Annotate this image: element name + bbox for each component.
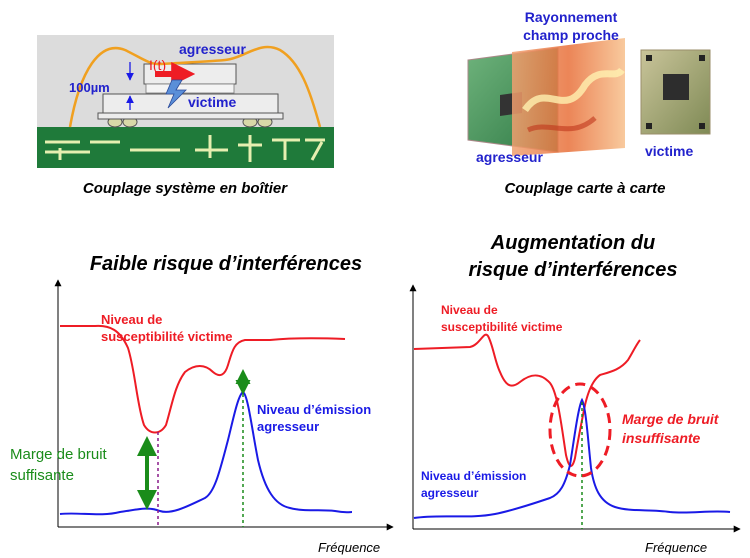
- package-substrate: [97, 112, 284, 120]
- sip-caption: Couplage système en boîtier: [83, 180, 288, 197]
- board-coupling-illustration: [467, 38, 711, 156]
- field-pattern: [522, 67, 625, 113]
- board-victim-label: victime: [645, 143, 693, 159]
- right-emission-curve: [413, 397, 731, 519]
- right-margin-label-line1: Marge de bruit: [622, 411, 720, 427]
- right-susceptibility-label-line2: susceptibilité victime: [441, 320, 563, 334]
- gap-label: 100µm: [69, 80, 110, 95]
- pcb-traces: [45, 135, 325, 162]
- right-margin-highlight-ellipse: [548, 382, 612, 478]
- left-emission-label-line1: Niveau d’émission: [257, 402, 371, 417]
- right-chart-axes: [409, 284, 741, 533]
- sip-aggressor-label: agresseur: [179, 41, 246, 57]
- victim-die: [102, 93, 279, 114]
- sip-illustration: [37, 35, 334, 168]
- right-x-axis-label: Fréquence: [645, 540, 707, 555]
- sip-victim-label: victime: [188, 94, 236, 110]
- pcb-substrate: [37, 127, 334, 168]
- victim-board-corners: [646, 55, 705, 129]
- right-chart-title-line1: Augmentation du: [490, 232, 655, 254]
- left-susceptibility-label-line2: susceptibilité victime: [101, 329, 233, 344]
- right-emission-label-line2: agresseur: [421, 486, 479, 500]
- right-emission-label-line1: Niveau d’émission: [421, 469, 526, 483]
- left-margin-label-line2: suffisante: [10, 467, 74, 484]
- left-emission-label-line2: agresseur: [257, 419, 319, 434]
- board-aggressor-label: agresseur: [476, 149, 543, 165]
- right-susceptibility-label-line1: Niveau de: [441, 303, 498, 317]
- left-chart-title: Faible risque d’interférences: [90, 253, 362, 275]
- left-x-axis-label: Fréquence: [318, 540, 380, 555]
- victim-chip: [663, 74, 689, 100]
- right-chart-title-line2: risque d’interférences: [469, 259, 678, 281]
- left-margin-label-line1: Marge de bruit: [10, 446, 108, 463]
- coupling-bolt-icon: [165, 79, 187, 109]
- field-pattern-dark: [526, 116, 597, 133]
- current-label: I(t): [149, 57, 166, 73]
- left-susceptibility-curve: [60, 324, 346, 434]
- board-caption: Couplage carte à carte: [505, 180, 666, 197]
- right-margin-label-line2: insuffisante: [622, 430, 701, 446]
- radiation-label-line2: champ proche: [523, 27, 619, 43]
- radiation-label-line1: Rayonnement: [525, 9, 618, 25]
- die-spacer: [145, 83, 235, 94]
- left-susceptibility-label-line1: Niveau de: [101, 312, 162, 327]
- right-susceptibility-curve: [413, 333, 641, 467]
- left-chart-axes: [54, 279, 394, 531]
